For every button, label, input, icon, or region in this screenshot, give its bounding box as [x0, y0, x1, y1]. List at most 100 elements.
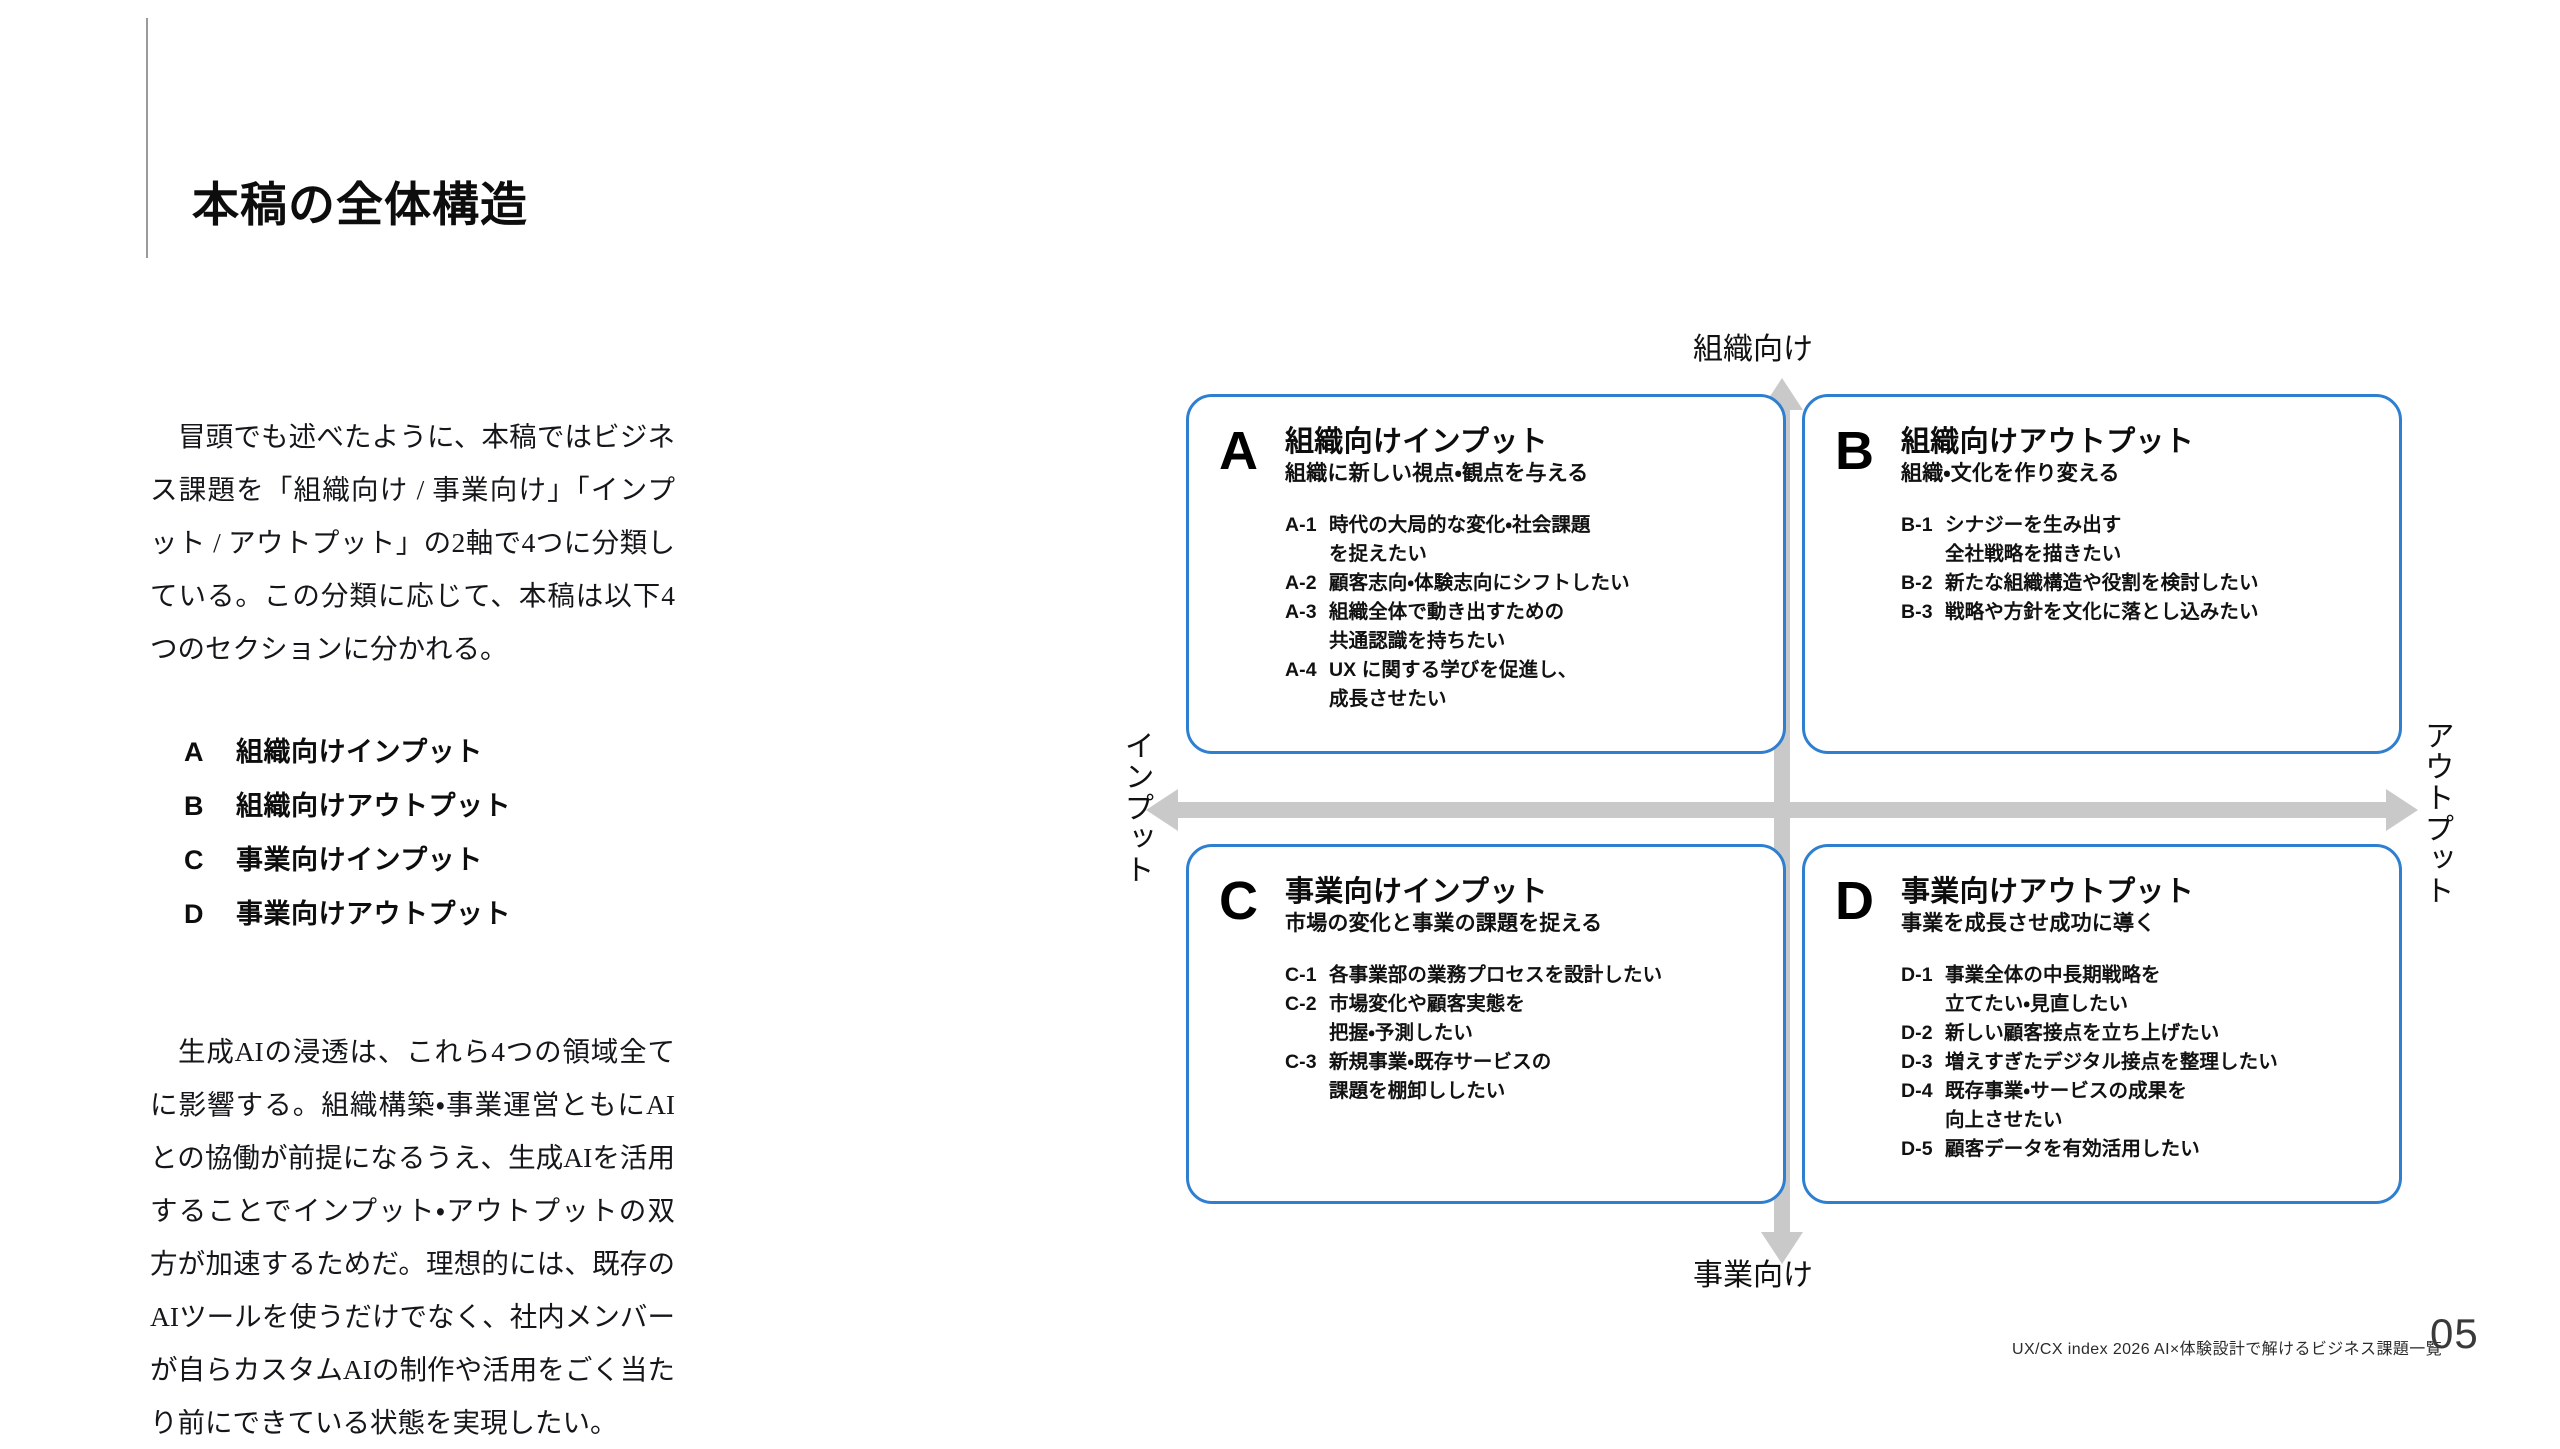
quadrant-item-key: A-1	[1285, 514, 1317, 536]
quadrant-header: D 事業向けアウトプット 事業を成長させ成功に導く	[1835, 873, 2369, 939]
quadrant-item-text: 事業全体の中長期戦略を 立てたい・見直したい	[1945, 964, 2161, 1015]
quadrant-card-c[interactable]: C 事業向けインプット 市場の変化と事業の課題を捉える C-1 各事業部の業務プ…	[1186, 844, 1786, 1204]
quadrant-item: B-1 シナジーを生み出す 全社戦略を描きたい	[1901, 511, 2369, 569]
quadrant-card-b[interactable]: B 組織向けアウトプット 組織・文化を作り変える B-1 シナジーを生み出す 全…	[1802, 394, 2402, 754]
quadrant-item-text: UX に関する学びを促進し、 成長させたい	[1329, 659, 1578, 710]
quadrant-item: D-5 顧客データを有効活用したい	[1901, 1135, 2369, 1164]
quadrant-item-text: 増えすぎたデジタル接点を整理したい	[1945, 1051, 2278, 1073]
section-list-key: D	[184, 899, 204, 929]
quadrant-item-key: A-2	[1285, 572, 1317, 594]
quadrant-item: D-4 既存事業・サービスの成果を 向上させたい	[1901, 1077, 2369, 1135]
quadrant-item-text: 新たな組織構造や役割を検討したい	[1945, 572, 2259, 594]
quadrant-header: A 組織向けインプット 組織に新しい視点・観点を与える	[1219, 423, 1753, 489]
quadrant-card-d[interactable]: D 事業向けアウトプット 事業を成長させ成功に導く D-1 事業全体の中長期戦略…	[1802, 844, 2402, 1204]
quadrant-title: 事業向けアウトプット	[1901, 876, 2195, 908]
section-list-label: 組織向けインプット	[236, 737, 483, 767]
quadrant-item-key: D-1	[1901, 964, 1933, 986]
quadrant-item-text: 各事業部の業務プロセスを設計したい	[1329, 964, 1663, 986]
closing-paragraph: 生成AIの浸透は、これら4つの領域全てに影響する。組織構築・事業運営ともにAIと…	[150, 1036, 675, 1438]
quadrant-item: B-2 新たな組織構造や役割を検討したい	[1901, 569, 2369, 598]
section-list-key: C	[184, 845, 204, 875]
section-list-item: C 事業向けインプット	[184, 833, 675, 887]
quadrant-title: 組織向けインプット	[1285, 426, 1548, 458]
quadrant-item: C-2 市場変化や顧客実態を 把握・予測したい	[1285, 990, 1753, 1048]
quadrant-item-text: 新規事業・既存サービスの 課題を棚卸ししたい	[1329, 1051, 1552, 1102]
quadrant-card-a[interactable]: A 組織向けインプット 組織に新しい視点・観点を与える A-1 時代の大局的な変…	[1186, 394, 1786, 754]
section-list-label: 事業向けインプット	[236, 845, 483, 875]
quadrant-letter: D	[1835, 871, 1874, 931]
quadrant-title: 事業向けインプット	[1285, 876, 1548, 908]
axis-label-left: インプット	[1119, 730, 1153, 885]
quadrant-header: B 組織向けアウトプット 組織・文化を作り変える	[1835, 423, 2369, 489]
quadrant-item: B-3 戦略や方針を文化に落とし込みたい	[1901, 598, 2369, 627]
quadrant-item: A-1 時代の大局的な変化・社会課題 を捉えたい	[1285, 511, 1753, 569]
quadrant-item-list: B-1 シナジーを生み出す 全社戦略を描きたい B-2 新たな組織構造や役割を検…	[1901, 511, 2369, 627]
section-list-key: A	[184, 737, 204, 767]
axis-label-top: 組織向け	[1693, 333, 1813, 366]
quadrant-subtitle: 市場の変化と事業の課題を捉える	[1285, 912, 1603, 935]
quadrant-item-key: B-3	[1901, 601, 1933, 623]
quadrant-item-key: A-4	[1285, 659, 1317, 681]
quadrant-header: C 事業向けインプット 市場の変化と事業の課題を捉える	[1219, 873, 1753, 939]
quadrant-letter: B	[1835, 421, 1874, 481]
quadrant-item: C-3 新規事業・既存サービスの 課題を棚卸ししたい	[1285, 1048, 1753, 1106]
horizontal-axis-line	[1176, 802, 2388, 818]
quadrant-subtitle: 組織・文化を作り変える	[1901, 462, 2120, 485]
section-list-label: 組織向けアウトプット	[236, 791, 511, 821]
quadrant-subtitle: 組織に新しい視点・観点を与える	[1285, 462, 1589, 485]
quadrant-item-text: シナジーを生み出す 全社戦略を描きたい	[1945, 514, 2122, 565]
quadrant-item-text: 既存事業・サービスの成果を 向上させたい	[1945, 1080, 2187, 1131]
quadrant-item: C-1 各事業部の業務プロセスを設計したい	[1285, 961, 1753, 990]
quadrant-item: D-3 増えすぎたデジタル接点を整理したい	[1901, 1048, 2369, 1077]
quadrant-item-key: C-3	[1285, 1051, 1317, 1073]
quadrant-letter: C	[1219, 871, 1258, 931]
quadrant-item-key: D-3	[1901, 1051, 1933, 1073]
quadrant-item-list: D-1 事業全体の中長期戦略を 立てたい・見直したい D-2 新しい顧客接点を立…	[1901, 961, 2369, 1164]
quadrant-item-key: C-1	[1285, 964, 1317, 986]
quadrant-title-group: 組織向けアウトプット 組織・文化を作り変える	[1901, 423, 2194, 489]
quadrant-matrix-diagram: 組織向け 事業向け インプット アウトプット A 組織向けインプット 組織に新し…	[1120, 333, 2510, 1292]
quadrant-item-text: 顧客データを有効活用したい	[1945, 1138, 2200, 1160]
quadrant-item-text: 戦略や方針を文化に落とし込みたい	[1945, 601, 2259, 623]
quadrant-subtitle: 事業を成長させ成功に導く	[1901, 912, 2156, 935]
arrow-down-icon	[1761, 1232, 1803, 1264]
arrow-right-icon	[2386, 789, 2418, 831]
intro-paragraph: 冒頭でも述べたように、本稿ではビジネス課題を「組織向け / 事業向け」「インプッ…	[150, 421, 675, 664]
quadrant-item-list: C-1 各事業部の業務プロセスを設計したい C-2 市場変化や顧客実態を 把握・…	[1285, 961, 1753, 1106]
arrow-left-icon	[1146, 789, 1178, 831]
quadrant-item-key: B-1	[1901, 514, 1933, 536]
section-list-label: 事業向けアウトプット	[236, 899, 511, 929]
quadrant-item-list: A-1 時代の大局的な変化・社会課題 を捉えたい A-2 顧客志向・体験志向にシ…	[1285, 511, 1753, 714]
quadrant-item: A-2 顧客志向・体験志向にシフトしたい	[1285, 569, 1753, 598]
axis-label-bottom: 事業向け	[1693, 1259, 1813, 1292]
quadrant-item-text: 新しい顧客接点を立ち上げたい	[1945, 1022, 2220, 1044]
quadrant-item-text: 時代の大局的な変化・社会課題 を捉えたい	[1329, 514, 1591, 565]
section-list-key: B	[184, 791, 204, 821]
quadrant-item-key: B-2	[1901, 572, 1933, 594]
section-list-item: B 組織向けアウトプット	[184, 779, 675, 833]
quadrant-item-key: D-2	[1901, 1022, 1933, 1044]
quadrant-item: A-4 UX に関する学びを促進し、 成長させたい	[1285, 656, 1753, 714]
left-text-column: 冒頭でも述べたように、本稿ではビジネス課題を「組織向け / 事業向け」「インプッ…	[150, 410, 675, 1449]
quadrant-item-text: 組織全体で動き出すための 共通認識を持ちたい	[1329, 601, 1565, 652]
page-title: 本稿の全体構造	[192, 178, 528, 232]
section-list: A 組織向けインプット B 組織向けアウトプット C 事業向けインプット D 事…	[184, 725, 675, 941]
quadrant-item-key: D-5	[1901, 1138, 1933, 1160]
section-list-item: A 組織向けインプット	[184, 725, 675, 779]
quadrant-title-group: 事業向けインプット 市場の変化と事業の課題を捉える	[1285, 873, 1602, 939]
quadrant-letter: A	[1219, 421, 1258, 481]
page-number: 05	[2430, 1310, 2479, 1357]
quadrant-item-key: D-4	[1901, 1080, 1933, 1102]
footer-caption: UX/CX index 2026 AI×体験設計で解けるビジネス課題一覧	[2012, 1341, 2443, 1358]
section-list-item: D 事業向けアウトプット	[184, 887, 675, 941]
quadrant-item-text: 市場変化や顧客実態を 把握・予測したい	[1329, 993, 1526, 1044]
title-accent-rule	[146, 18, 148, 258]
quadrant-title: 組織向けアウトプット	[1901, 426, 2195, 458]
quadrant-item-key: C-2	[1285, 993, 1317, 1015]
quadrant-item-text: 顧客志向・体験志向にシフトしたい	[1329, 572, 1630, 594]
quadrant-item: D-1 事業全体の中長期戦略を 立てたい・見直したい	[1901, 961, 2369, 1019]
quadrant-item: A-3 組織全体で動き出すための 共通認識を持ちたい	[1285, 598, 1753, 656]
quadrant-item-key: A-3	[1285, 601, 1317, 623]
quadrant-title-group: 事業向けアウトプット 事業を成長させ成功に導く	[1901, 873, 2194, 939]
quadrant-item: D-2 新しい顧客接点を立ち上げたい	[1901, 1019, 2369, 1048]
